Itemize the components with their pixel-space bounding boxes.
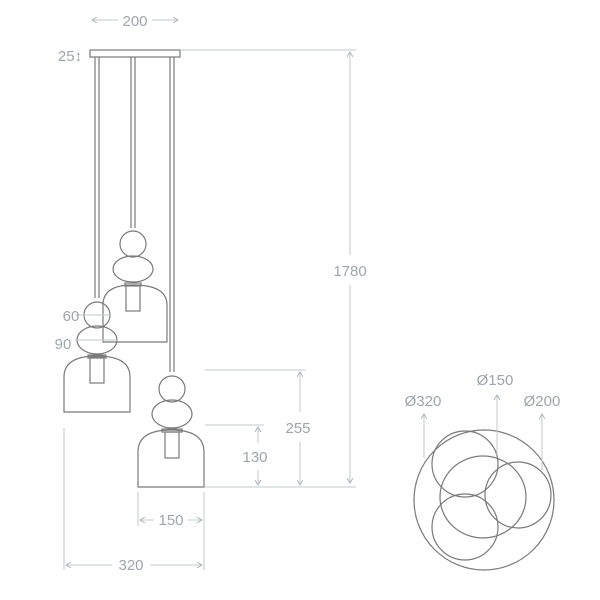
- dim-total-height: 1780: [333, 263, 366, 280]
- dim-drop-255: 255: [285, 420, 310, 437]
- canopy: [89, 49, 181, 58]
- dim-canopy-height: 25↕: [58, 48, 82, 65]
- dim-drop-130: 130: [242, 449, 267, 466]
- plan-shade-diameter: Ø150: [477, 372, 514, 389]
- dim-overall-width: 320: [118, 557, 143, 574]
- plan-view: [413, 395, 555, 571]
- cords: [94, 57, 175, 372]
- dimension-lines: [63, 20, 356, 570]
- dim-large-ball: 90: [55, 336, 72, 353]
- dim-canopy-width: 200: [122, 13, 147, 30]
- pendant-middle: [102, 230, 168, 343]
- dim-small-ball: 60: [63, 308, 80, 325]
- pendant-right: [137, 375, 205, 488]
- plan-middle-diameter: Ø200: [524, 393, 561, 410]
- plan-outer-diameter: Ø320: [405, 393, 442, 410]
- dim-shade-width: 150: [158, 512, 183, 529]
